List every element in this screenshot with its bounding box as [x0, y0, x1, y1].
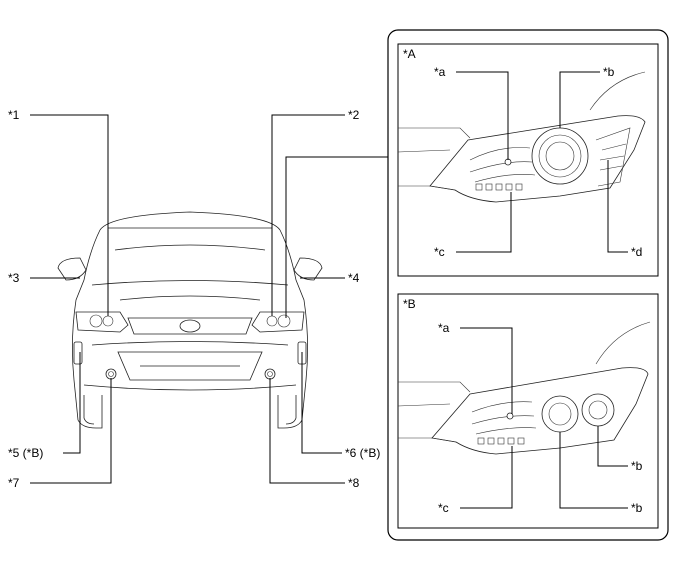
headlight-b-housing: [431, 367, 649, 455]
callout-5: *5 (*B): [8, 446, 43, 460]
headlight-a-projector: [531, 127, 589, 185]
callout-4: *4: [348, 271, 360, 285]
detail-frame: [387, 29, 669, 541]
panel-b-title: *B: [403, 297, 416, 311]
callout-3: *3: [8, 271, 20, 285]
callout-7: *7: [8, 476, 20, 490]
panel-a-label-b: *b: [603, 65, 615, 79]
panel-a-title: *A: [403, 47, 416, 61]
headlight-b-bulb: [506, 412, 514, 420]
emblem: [179, 319, 201, 333]
headlight-b-lamp-2: [581, 393, 615, 427]
panel-b-label-a: *a: [438, 321, 450, 335]
right-mirror: [293, 257, 323, 281]
panel-a-label-d: *d: [631, 245, 642, 259]
callout-6: *6 (*B): [345, 446, 380, 460]
panel-a-label-a: *a: [434, 65, 446, 79]
headlight-b-lamp-1: [541, 395, 579, 433]
panel-b: *B *a *b *b *c: [397, 293, 659, 529]
left-mirror: [57, 257, 87, 281]
vehicle-leader-lines: [30, 114, 388, 484]
panel-b-border: [397, 293, 659, 529]
panel-a-label-c: *c: [434, 245, 445, 259]
panel-a-border: [397, 43, 659, 277]
callout-1: *1: [8, 108, 20, 122]
panel-b-label-b-lower: *b: [631, 501, 643, 515]
headlight-a-housing: [429, 115, 646, 203]
panel-b-label-b-upper: *b: [631, 459, 643, 473]
right-fog-lamp: [264, 368, 276, 380]
callout-2: *2: [348, 108, 360, 122]
callout-8: *8: [348, 476, 360, 490]
vehicle-front-view: [57, 211, 323, 429]
panel-a: *A *a *b *c *d: [397, 43, 659, 277]
left-side-lamp: [73, 341, 83, 365]
left-fog-lamp: [105, 368, 117, 380]
panel-b-label-c: *c: [438, 501, 449, 515]
